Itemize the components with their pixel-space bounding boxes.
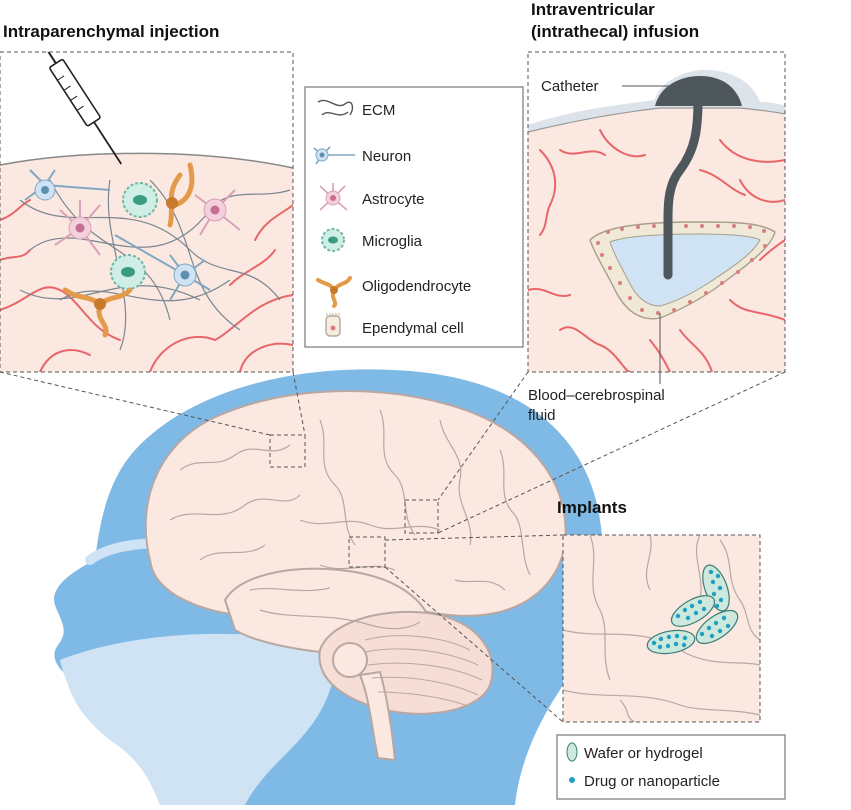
neuron-cell-2 [114, 234, 211, 301]
title-intraventricular-1: Intraventricular [531, 0, 655, 19]
panel-implants [562, 534, 761, 723]
source-box-ventricle [404, 499, 439, 534]
legend-neuron: Neuron [362, 148, 411, 165]
catheter-port [655, 76, 742, 106]
zoom-source-boxes [269, 434, 439, 568]
legend-oligodendrocyte: Oligodendrocyte [362, 278, 471, 295]
astrocyte-cell [54, 200, 101, 256]
brain-sulci [169, 409, 531, 630]
label-bcsf-line1: Blood–cerebrospinal [528, 387, 665, 404]
implant-legend: Wafer or hydrogel Drug or nanoparticle [556, 734, 786, 800]
title-intraparenchymal: Intraparenchymal injection [3, 22, 219, 41]
syringe-icon [33, 52, 122, 165]
label-catheter: Catheter [541, 78, 599, 95]
microglia-icon [321, 228, 345, 252]
ventricle-csf [609, 233, 761, 307]
legend-wafer: Wafer or hydrogel [584, 745, 703, 762]
ecm-fibers [19, 179, 291, 351]
title-implants: Implants [557, 498, 627, 517]
oligodendrocyte-cell [166, 162, 195, 228]
neuron-cell [24, 169, 111, 201]
wafer-icon [566, 742, 578, 762]
panel-intraparenchymal [0, 51, 294, 373]
ependymal-nuclei [596, 224, 767, 315]
panel-frame-3 [562, 534, 761, 723]
nanoparticles [651, 569, 731, 650]
blood-vessels [0, 199, 293, 372]
zoom-lines [0, 371, 786, 723]
oligodendrocyte-icon [316, 276, 352, 308]
neuron-icon [313, 146, 355, 165]
blood-vessels-2 [528, 129, 785, 372]
oligodendrocyte-cell-2 [62, 287, 133, 338]
ependymal-cell-icon [325, 313, 341, 337]
pons [332, 642, 368, 678]
astrocyte-icon [319, 183, 348, 211]
title-intraventricular-2: (intrathecal) infusion [531, 22, 699, 41]
panel-intraventricular: Catheter Blood–cerebrospinal fluid [527, 51, 786, 424]
nanoparticle-icon [569, 777, 575, 783]
wafer-2 [670, 595, 716, 627]
airway [60, 633, 334, 805]
source-box-parenchyma [269, 434, 306, 468]
legend-nanoparticle: Drug or nanoparticle [584, 773, 720, 790]
wafer-group [646, 564, 739, 655]
ecm-icon [317, 99, 354, 116]
legend-astrocyte: Astrocyte [362, 191, 425, 208]
cerebellum-folia [364, 635, 483, 706]
source-box-implant [348, 536, 386, 568]
cell-legend: ECM Neuron Astrocyte Microglia Oligodend… [304, 86, 524, 348]
panel-frame [0, 51, 294, 373]
legend-ependymal-cell: Ependymal cell [362, 320, 464, 337]
label-bcsf-line2: fluid [528, 407, 556, 424]
wafer-3 [695, 609, 739, 645]
panel-frame-2 [527, 51, 786, 373]
brain [144, 390, 567, 762]
microglia-cell [122, 182, 158, 218]
legend-microglia: Microglia [362, 233, 423, 250]
microglia-cell-2 [110, 254, 146, 290]
catheter-tube [663, 95, 703, 280]
legend-ecm: ECM [362, 102, 395, 119]
astrocyte-cell-2 [194, 189, 241, 236]
